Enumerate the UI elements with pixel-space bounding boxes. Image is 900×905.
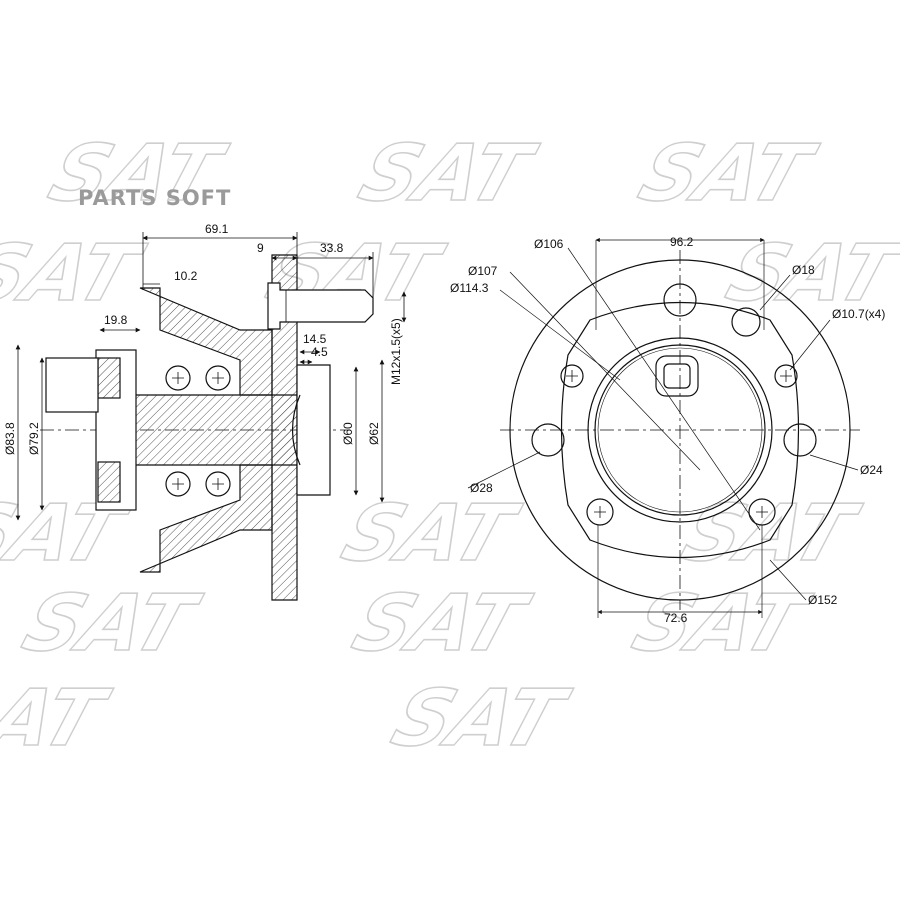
watermark-text: SAT: [332, 488, 529, 579]
dim-d24: Ø24: [860, 463, 883, 477]
stud-hole: [731, 307, 761, 337]
watermark-text: SAT: [0, 673, 119, 764]
dim-width-72: 72.6: [664, 611, 688, 625]
dim-d152: Ø152: [808, 593, 838, 607]
dim-d106: Ø106: [534, 237, 564, 251]
dim-outer-diameter-2: Ø79.2: [27, 422, 41, 455]
hub-bore-inner: [594, 344, 766, 516]
watermark-text: SAT: [343, 578, 540, 669]
dim-d107: Ø107: [468, 264, 498, 278]
lightening-hole: [663, 283, 697, 317]
abs-sensor-stub: [45, 357, 99, 413]
side-section-view: [15, 232, 407, 601]
watermark-text: SAT: [382, 673, 579, 764]
watermark-text: SAT: [13, 578, 210, 669]
dim-holes: Ø10.7(x4): [832, 307, 885, 321]
bearing-balls: [165, 365, 231, 497]
dim-inner-1: 14.5: [303, 332, 327, 346]
dim-d18: Ø18: [792, 263, 815, 277]
lightening-hole: [531, 423, 565, 457]
dim-d114: Ø114.3: [450, 281, 489, 295]
stud-hole: [586, 498, 614, 526]
flange-profile: [560, 301, 800, 559]
dim-inner-2: 4.5: [311, 345, 328, 359]
dim-d28: Ø28: [470, 481, 493, 495]
hub-bore-outer: [587, 337, 773, 523]
front-view-labels: Ø106 96.2 Ø107 Ø114.3 Ø18 Ø10.7(x4) Ø24 …: [450, 235, 885, 625]
stud-hole: [774, 364, 798, 388]
watermark-text: SAT: [349, 128, 546, 219]
dim-flange-offset: 9: [257, 241, 264, 255]
dim-overall-width: 69.1: [205, 222, 229, 236]
flange-outer-circle: [509, 259, 851, 601]
abs-connector: [655, 355, 699, 397]
dim-width-96: 96.2: [670, 235, 694, 249]
side-view-labels: 69.1 9 33.8 10.2 19.8 14.5 4.5 M12x1.5(x…: [3, 222, 403, 455]
watermark-text: SAT: [623, 578, 820, 669]
brand-logo-text: PARTS SOFT: [78, 186, 232, 210]
dim-sensor-offset: 19.8: [104, 313, 128, 327]
dim-outer-diameter-1: Ø83.8: [3, 422, 17, 455]
front-view: [467, 237, 860, 618]
wheel-stud: [267, 282, 374, 330]
dim-stud-thread: M12x1.5(x5): [389, 318, 403, 385]
dim-hub-step: 10.2: [174, 269, 198, 283]
watermark-text: SAT: [39, 128, 236, 219]
dim-pilot-diameter-1: Ø60: [341, 422, 355, 445]
dim-pilot-diameter-2: Ø62: [367, 422, 381, 445]
watermark-text: SAT: [629, 128, 826, 219]
watermark-text: SAT: [0, 228, 153, 319]
lightening-hole: [783, 423, 817, 457]
dim-stud-length: 33.8: [320, 241, 344, 255]
stud-hole: [560, 364, 584, 388]
